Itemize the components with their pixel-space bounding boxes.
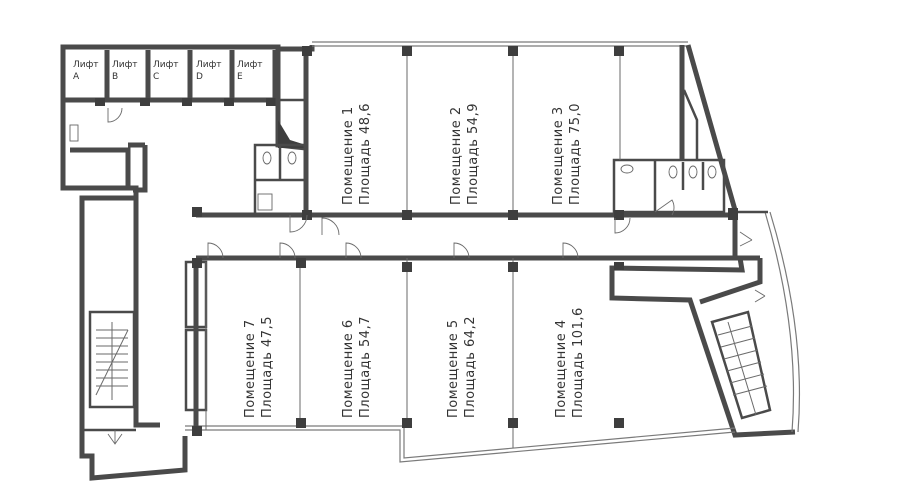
lift-c-label: Лифт bbox=[153, 60, 179, 70]
lift-e-letter: E bbox=[237, 72, 243, 82]
lift-b-letter: B bbox=[112, 72, 118, 82]
room-1-area: Площадь 48,6 bbox=[358, 103, 373, 205]
lift-d-label: Лифт bbox=[196, 60, 222, 70]
lift-labels: Лифт A Лифт B Лифт C Лифт D Лифт E bbox=[73, 60, 263, 82]
room-5-name: Помещение 5 bbox=[446, 319, 461, 418]
room-6-name: Помещение 6 bbox=[341, 319, 356, 418]
room-7-area: Площадь 47,5 bbox=[260, 316, 275, 418]
room-6-area: Площадь 54,7 bbox=[358, 316, 373, 418]
room-1-name: Помещение 1 bbox=[341, 106, 356, 205]
room-7-name: Помещение 7 bbox=[243, 319, 258, 418]
room-4-name: Помещение 4 bbox=[554, 319, 569, 418]
fixtures bbox=[69, 124, 717, 211]
columns bbox=[192, 46, 738, 436]
doors bbox=[107, 107, 766, 445]
lift-c-letter: C bbox=[153, 72, 159, 82]
outer-walls bbox=[60, 41, 801, 481]
room-3-name: Помещение 3 bbox=[551, 106, 566, 205]
room-labels: Помещение 1 Площадь 48,6 Помещение 2 Пло… bbox=[243, 103, 586, 418]
stairs-left bbox=[95, 322, 129, 400]
room-2-area: Площадь 54,9 bbox=[466, 103, 481, 205]
lift-a-letter: A bbox=[73, 72, 80, 82]
room-partitions bbox=[205, 48, 621, 448]
lift-a-label: Лифт bbox=[73, 60, 99, 70]
room-4-area: Площадь 101,6 bbox=[571, 307, 586, 418]
room-3-area: Площадь 75,0 bbox=[568, 103, 583, 205]
lift-e-label: Лифт bbox=[237, 60, 263, 70]
lift-b-label: Лифт bbox=[112, 60, 138, 70]
lift-d-letter: D bbox=[196, 72, 203, 82]
stairs-right bbox=[717, 321, 768, 416]
room-2-name: Помещение 2 bbox=[449, 106, 464, 205]
room-5-area: Площадь 64,2 bbox=[463, 316, 478, 418]
